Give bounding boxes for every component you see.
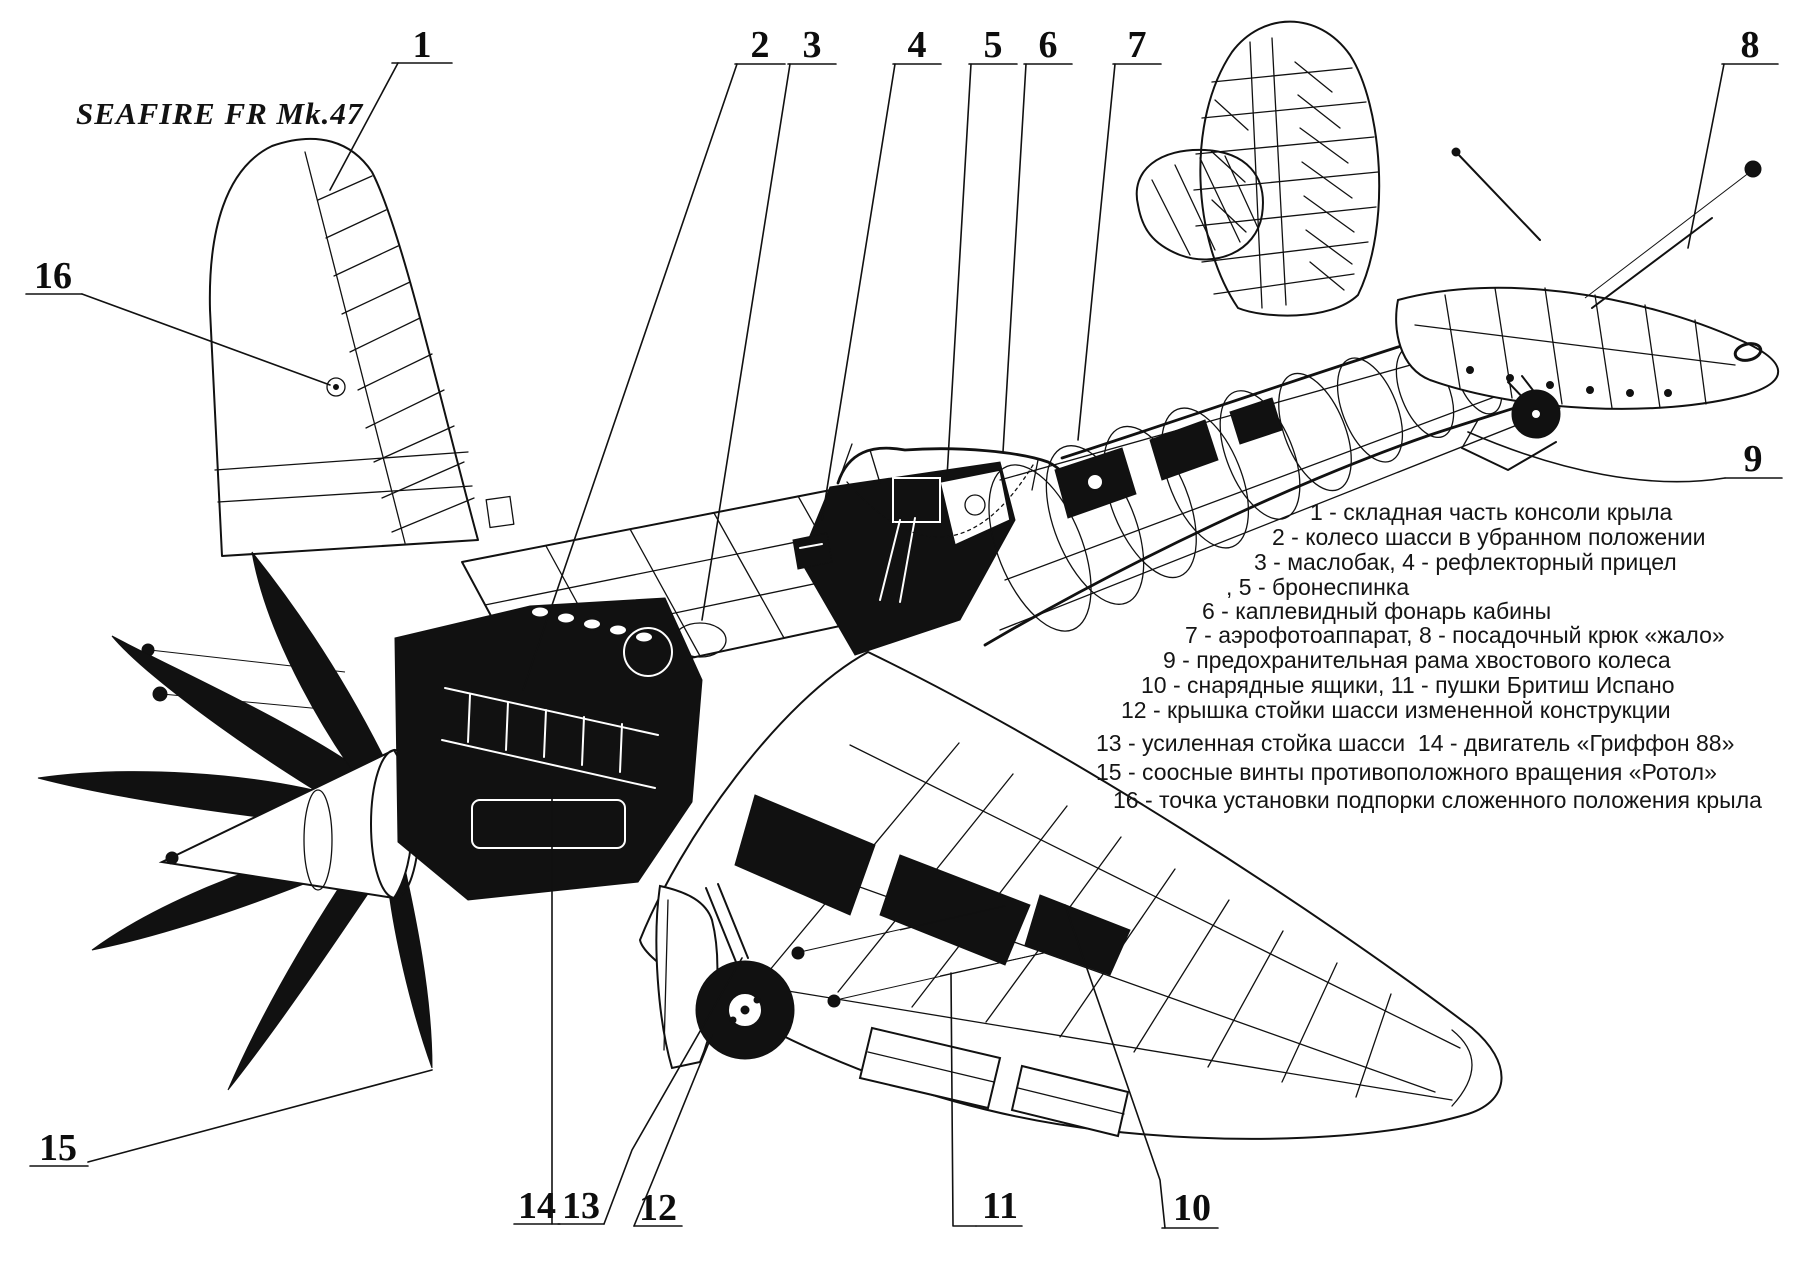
callout-15-number: 15 — [39, 1127, 77, 1169]
callout-2-number: 2 — [751, 24, 770, 66]
callout-2: 2 — [522, 24, 786, 691]
legend-line-8: 10 - снарядные ящики, 11 - пушки Бритиш … — [1141, 672, 1675, 698]
callout-16-number: 16 — [34, 255, 72, 297]
legend-line-3: 3 - маслобак, 4 - рефлекторный прицел — [1254, 549, 1677, 575]
legend-line-4: , 5 - бронеспинка — [1226, 574, 1410, 600]
headrest — [892, 477, 941, 523]
wing-hatching — [317, 175, 475, 533]
callout-7-number: 7 — [1128, 24, 1147, 66]
folded-wing-panel — [208, 137, 515, 557]
legend-line-12: 16 - точка установки подпорки сложенного… — [1113, 787, 1762, 813]
hook-tip — [1744, 160, 1762, 178]
callout-3: 3 — [701, 24, 837, 621]
antenna-mast — [1451, 147, 1541, 241]
wing-cannons — [791, 905, 1049, 1008]
main-landing-gear — [655, 883, 795, 1070]
callout-9-number: 9 — [1744, 438, 1763, 480]
callout-5: 5 — [946, 24, 1018, 478]
rear-fuselage — [983, 337, 1639, 647]
callout-4: 4 — [821, 24, 942, 521]
port-stabilizer — [1135, 148, 1264, 261]
exhaust-stubs — [530, 605, 654, 644]
wing-prop-point — [326, 377, 346, 397]
camera-port — [1086, 473, 1104, 491]
callout-7: 7 — [1077, 24, 1162, 441]
tail-wheel-assembly — [1461, 375, 1561, 471]
lightening-holes — [1466, 366, 1672, 397]
starboard-wing — [639, 651, 1503, 1140]
tailwheel-guard-frame — [1461, 441, 1557, 471]
fin-hatching — [1209, 61, 1355, 291]
callout-4-number: 4 — [908, 24, 927, 66]
canopy — [836, 443, 1064, 491]
callout-6: 6 — [1002, 24, 1073, 453]
tail-fin — [1193, 20, 1381, 317]
starboard-stabilizer — [1395, 286, 1780, 410]
callout-1: 1 — [329, 24, 453, 191]
radiator-scoops — [858, 1026, 1130, 1138]
legend-line-10: 13 - усиленная стойка шасси 14 - двигате… — [1096, 730, 1735, 756]
callout-8: 8 — [1687, 24, 1779, 249]
callout-16: 16 — [25, 255, 331, 386]
legend-line-1: 1 - складная часть консоли крыла — [1310, 499, 1673, 525]
supercharger — [623, 627, 673, 677]
callouts: 1 2 3 4 5 6 7 — [25, 24, 1783, 1229]
callout-10: 10 — [1064, 904, 1219, 1229]
cockpit — [792, 461, 1034, 656]
page-title: SEAFIRE FR Mk.47 — [76, 96, 364, 131]
engine-griffon — [394, 597, 703, 901]
callout-1-number: 1 — [413, 24, 432, 66]
callout-13-number: 13 — [562, 1185, 600, 1227]
callout-14: 14 — [513, 791, 561, 1227]
callout-10-number: 10 — [1173, 1187, 1211, 1229]
legend-line-6: 7 - аэрофотоаппарат, 8 - посадочный крюк… — [1185, 622, 1725, 648]
legend-line-5: 6 - каплевидный фонарь кабины — [1202, 598, 1552, 624]
legend-line-2: 2 - колесо шасси в убранном положении — [1272, 524, 1706, 550]
propeller-blades — [37, 551, 433, 1091]
legend-line-7: 9 - предохранительная рама хвостового ко… — [1163, 647, 1671, 673]
callout-9: 9 — [1467, 431, 1783, 483]
legend-line-11: 15 - соосные винты противоположного вращ… — [1096, 759, 1717, 785]
callout-12: 12 — [633, 1034, 713, 1229]
spinner-tip — [165, 851, 179, 865]
fin-ribs — [1193, 67, 1379, 295]
callout-3-number: 3 — [803, 24, 822, 66]
callout-14-number: 14 — [518, 1185, 556, 1227]
callout-11: 11 — [950, 972, 1023, 1227]
callout-15: 15 — [29, 1069, 433, 1169]
callout-11-number: 11 — [982, 1185, 1018, 1227]
armor-backrest — [939, 469, 1011, 547]
ammo-boxes — [734, 794, 1131, 976]
legend-line-9: 12 - крышка стойки шасси измененной конс… — [1121, 697, 1671, 723]
callout-8-number: 8 — [1741, 24, 1760, 66]
callout-5-number: 5 — [984, 24, 1003, 66]
callout-13: 13 — [557, 957, 743, 1227]
arrestor-hook — [1584, 160, 1762, 309]
callout-6-number: 6 — [1039, 24, 1058, 66]
callout-12-number: 12 — [639, 1187, 677, 1229]
gunsight — [792, 532, 833, 570]
